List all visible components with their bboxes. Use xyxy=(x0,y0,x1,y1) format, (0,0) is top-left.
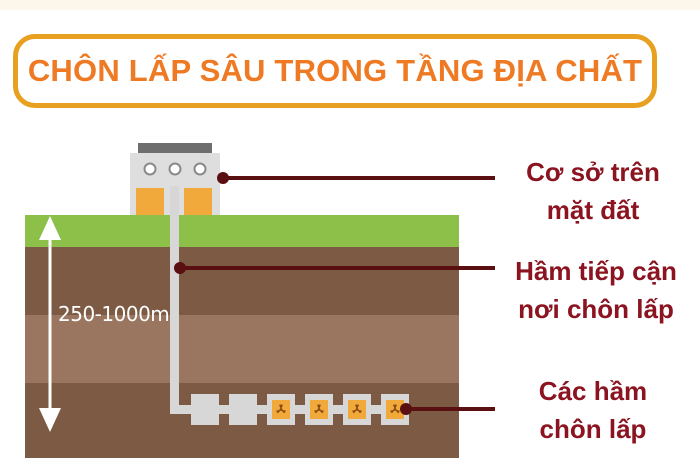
diagram-title: CHÔN LẤP SÂU TRONG TẦNG ĐỊA CHẤT xyxy=(27,53,643,88)
soil-layer-1 xyxy=(25,247,459,315)
radiation-icon xyxy=(352,404,362,414)
label-line: Cơ sở trên xyxy=(526,157,660,187)
soil-layer-2 xyxy=(25,315,459,383)
empty-vault xyxy=(229,394,257,425)
waste-vault xyxy=(305,394,333,425)
label-surface-facility: Cơ sở trên mặt đất xyxy=(503,153,683,229)
label-access-tunnel: Hầm tiếp cận nơi chôn lấp xyxy=(496,252,696,328)
label-line: Hầm tiếp cận xyxy=(515,256,677,286)
depth-label: 250-1000m xyxy=(58,302,170,326)
label-line: mặt đất xyxy=(546,195,640,225)
title-banner: CHÔN LẤP SÂU TRONG TẦNG ĐỊA CHẤT xyxy=(13,34,657,108)
radiation-icon xyxy=(390,404,400,414)
leader-line-disposal xyxy=(400,403,495,415)
grass-layer xyxy=(25,215,459,247)
label-line: chôn lấp xyxy=(539,414,647,444)
leader-line-surface xyxy=(217,172,495,184)
label-line: Các hầm xyxy=(538,376,648,406)
waste-vault xyxy=(343,394,371,425)
leader-line-access xyxy=(174,262,495,274)
waste-vault xyxy=(267,394,295,425)
radiation-icon xyxy=(276,404,286,414)
radiation-icon xyxy=(314,404,324,414)
label-disposal-tunnels: Các hầm chôn lấp xyxy=(503,372,683,448)
empty-vault xyxy=(191,394,219,425)
label-line: nơi chôn lấp xyxy=(518,294,674,324)
top-strip xyxy=(0,0,700,10)
depth-arrow xyxy=(39,216,61,432)
access-shaft xyxy=(170,186,179,414)
